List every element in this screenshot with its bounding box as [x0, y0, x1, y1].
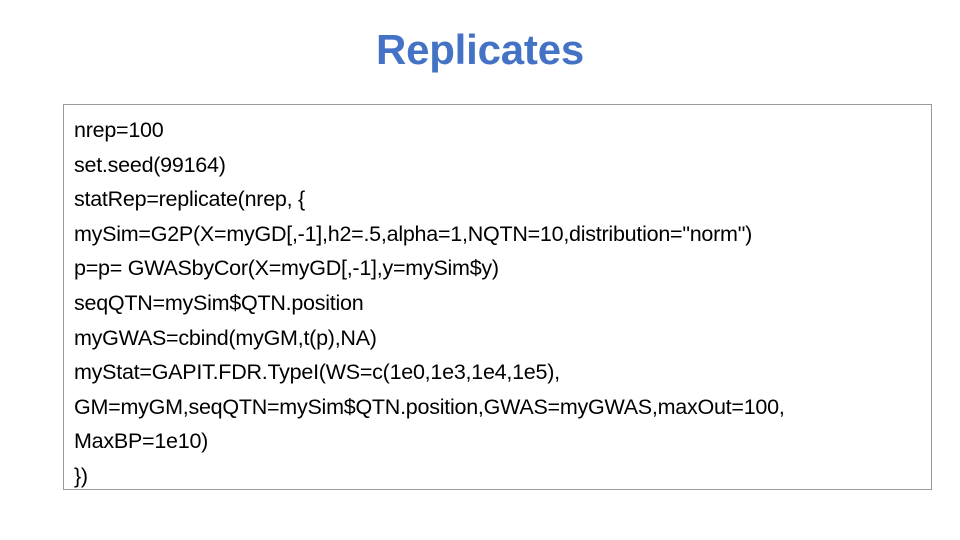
code-line: statRep=replicate(nrep, { [74, 187, 305, 212]
code-line: set.seed(99164) [74, 152, 226, 177]
code-line: mySim=G2P(X=myGD[,-1],h2=.5,alpha=1,NQTN… [74, 221, 752, 246]
code-line: GM=myGM,seqQTN=mySim$QTN.position,GWAS=m… [74, 394, 785, 419]
code-line: MaxBP=1e10) [74, 429, 209, 454]
code-line: p=p= GWASbyCor(X=myGD[,-1],y=mySim$y) [74, 256, 499, 281]
code-line: myStat=GAPIT.FDR.TypeI(WS=c(1e0,1e3,1e4,… [74, 360, 560, 385]
code-block: nrep=100 set.seed(99164) statRep=replica… [63, 104, 932, 490]
code-line: seqQTN=mySim$QTN.position [74, 290, 364, 315]
code-line: nrep=100 [74, 118, 164, 142]
page-title: Replicates [375, 26, 585, 73]
code-line: myGWAS=cbind(myGM,t(p),NA) [74, 325, 377, 350]
code-line: }) [74, 463, 88, 488]
